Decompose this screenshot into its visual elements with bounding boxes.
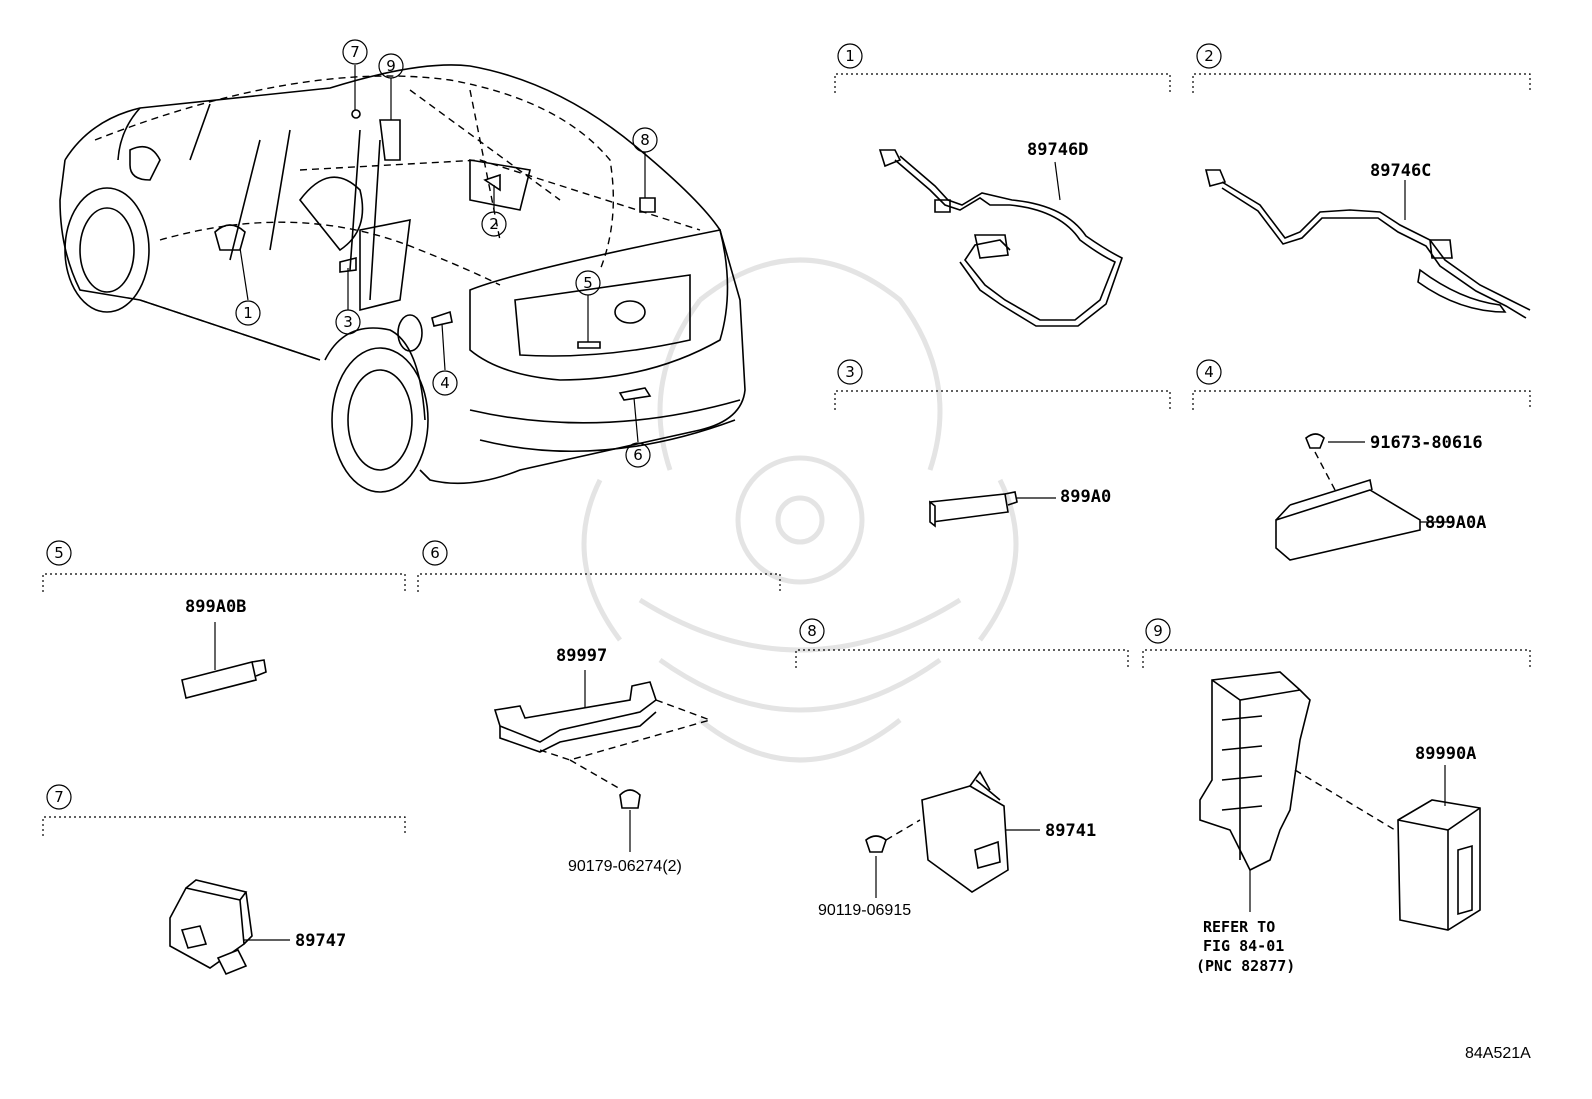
refer-to-line-2: FIG 84-01 xyxy=(1203,937,1284,955)
callout-car-5: 5 xyxy=(575,270,601,296)
figure-code: 84A521A xyxy=(1465,1045,1531,1062)
section-6: 6 89997 90179-06274(2) xyxy=(417,540,781,875)
refer-to-line-3: (PNC 82877) xyxy=(1196,957,1295,975)
callout-car-3: 3 xyxy=(335,309,361,335)
part-90119-06915-label: 90119-06915 xyxy=(818,902,911,919)
svg-text:1: 1 xyxy=(243,304,253,322)
part-899A0B-label: 899A0B xyxy=(185,597,246,617)
svg-text:5: 5 xyxy=(54,544,64,562)
section-1: 1 89746D xyxy=(834,43,1171,327)
section-2: 2 89746C xyxy=(1192,43,1531,319)
svg-text:7: 7 xyxy=(54,788,64,806)
svg-text:6: 6 xyxy=(430,544,440,562)
svg-text:5: 5 xyxy=(583,274,593,292)
svg-text:4: 4 xyxy=(1204,363,1214,381)
vehicle-overview xyxy=(59,64,746,493)
callout-car-6: 6 xyxy=(625,442,651,468)
section-5: 5 899A0B xyxy=(42,540,406,699)
section-9: 9 REFER TO FIG 84-01 (PNC 82877) 89990A xyxy=(1142,618,1531,975)
callout-car-2: 2 xyxy=(481,211,507,237)
section-8: 8 89741 90119-06915 xyxy=(795,618,1129,919)
part-89990A-label: 89990A xyxy=(1415,744,1476,764)
section-5-callout: 5 xyxy=(46,540,72,566)
part-90179-06274-label: 90179-06274(2) xyxy=(568,858,682,875)
svg-text:2: 2 xyxy=(1204,47,1214,65)
svg-text:8: 8 xyxy=(640,131,650,149)
part-899A0-label: 899A0 xyxy=(1060,487,1111,507)
part-899A0A-label: 899A0A xyxy=(1425,513,1486,533)
part-89997-label: 89997 xyxy=(556,646,607,666)
section-8-callout: 8 xyxy=(799,618,825,644)
part-89746C-label: 89746C xyxy=(1370,161,1431,181)
callout-car-1: 1 xyxy=(235,300,261,326)
svg-text:9: 9 xyxy=(1153,622,1163,640)
part-89746D-label: 89746D xyxy=(1027,140,1088,160)
svg-text:3: 3 xyxy=(845,363,855,381)
section-4: 4 91673-80616 899A0A xyxy=(1192,359,1531,561)
svg-text:1: 1 xyxy=(845,47,855,65)
svg-text:8: 8 xyxy=(807,622,817,640)
svg-text:6: 6 xyxy=(633,446,643,464)
section-2-callout: 2 xyxy=(1196,43,1222,69)
refer-to-line-1: REFER TO xyxy=(1203,918,1275,936)
section-7-callout: 7 xyxy=(46,784,72,810)
section-3: 3 899A0 xyxy=(834,359,1171,528)
callout-car-7: 7 xyxy=(342,39,368,65)
svg-text:2: 2 xyxy=(489,215,499,233)
section-6-callout: 6 xyxy=(422,540,448,566)
svg-text:9: 9 xyxy=(386,57,396,75)
svg-text:7: 7 xyxy=(350,43,360,61)
svg-text:3: 3 xyxy=(343,313,353,331)
section-9-callout: 9 xyxy=(1145,618,1171,644)
section-3-callout: 3 xyxy=(837,359,863,385)
part-89741-label: 89741 xyxy=(1045,821,1096,841)
section-4-callout: 4 xyxy=(1196,359,1222,385)
section-1-callout: 1 xyxy=(837,43,863,69)
svg-text:4: 4 xyxy=(440,374,450,392)
callout-car-9: 9 xyxy=(378,53,404,79)
section-7: 7 89747 xyxy=(42,784,406,976)
callout-car-8: 8 xyxy=(632,127,658,153)
part-89747-label: 89747 xyxy=(295,931,346,951)
part-91673-80616-label: 91673-80616 xyxy=(1370,433,1483,453)
callout-car-4: 4 xyxy=(432,370,458,396)
